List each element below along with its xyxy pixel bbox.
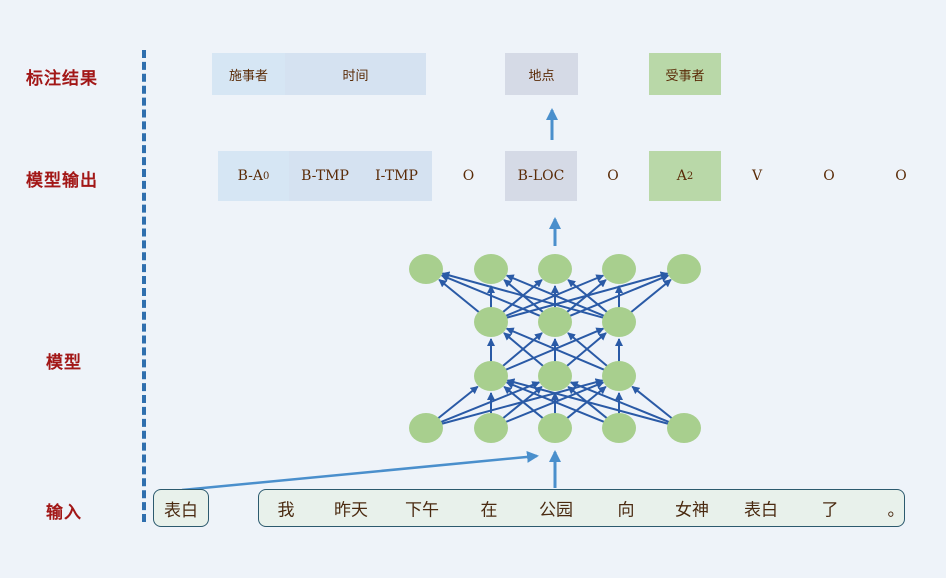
network-edge [501, 279, 543, 314]
network-node [474, 361, 508, 391]
output-tag-label: O [895, 168, 907, 184]
input-word: 表白 [744, 500, 778, 521]
network-edge [436, 385, 479, 421]
network-edge [567, 279, 609, 314]
network-edge [440, 274, 543, 318]
network-edge [565, 279, 607, 314]
network-node [667, 413, 701, 443]
network-node [538, 361, 572, 391]
input-word: 昨天 [334, 500, 368, 521]
network-edge [503, 332, 545, 368]
network-edge [631, 385, 674, 421]
network-node [474, 307, 508, 337]
network-node [667, 254, 701, 284]
network-edge [569, 381, 672, 424]
annotation-time-label: 时间 [342, 68, 369, 84]
network-edge [565, 385, 607, 420]
input-word: 我 [277, 500, 295, 521]
output-tag-subscript: 0 [263, 170, 270, 182]
output-tag: B-TMP [289, 151, 361, 201]
network-edge [503, 385, 545, 420]
output-tag-label: B-LOC [517, 168, 565, 184]
input-word: 向 [617, 500, 635, 521]
network-edge [505, 381, 607, 424]
output-tag: O [432, 151, 505, 201]
network-node [602, 307, 636, 337]
network-node [602, 361, 636, 391]
network-node [538, 307, 572, 337]
network-edge [505, 274, 607, 318]
network-edge [567, 332, 609, 368]
network-node [409, 413, 443, 443]
input-word: 。 [887, 500, 905, 521]
output-tag-label: O [462, 168, 475, 184]
network-edge [505, 327, 607, 372]
output-tag: B-LOC [505, 151, 577, 201]
annotation-location: 地点 [505, 53, 578, 95]
annotation-time: 时间 [285, 53, 426, 95]
output-tag-label: O [607, 168, 619, 184]
row-label-model: 模型 [46, 353, 82, 373]
network-node [538, 413, 572, 443]
input-word: 女神 [675, 500, 709, 521]
output-tag: I-TMP [361, 151, 432, 201]
input-word: 了 [821, 500, 839, 521]
predicate-label: 表白 [164, 500, 198, 521]
network-edge [503, 327, 605, 372]
network-node [538, 254, 572, 284]
output-tag-label: O [823, 168, 835, 184]
predicate-box: 表白 [153, 489, 209, 527]
input-sentence-box: 我 昨天 下午 在 公园 向 女神 表白 了 。 [258, 489, 905, 527]
network-edge [501, 332, 543, 368]
dashed-divider [142, 50, 146, 522]
output-tag: O [577, 151, 649, 201]
row-label-model-output: 模型输出 [26, 171, 98, 191]
network-edge [506, 378, 671, 426]
output-tag-label: B-A [237, 168, 263, 184]
output-tag-label: I-TMP [375, 168, 418, 184]
network-edge [438, 278, 481, 314]
annotation-patient-label: 受事者 [665, 68, 705, 84]
output-tag-label: V [751, 168, 763, 184]
output-tag: V [721, 151, 793, 201]
annotation-location-label: 地点 [528, 68, 555, 84]
annotation-agent: 施事者 [212, 53, 285, 95]
network-edge [503, 274, 605, 318]
row-label-annotation: 标注结果 [26, 69, 98, 89]
network-edge [441, 271, 606, 320]
output-tag: O [793, 151, 865, 201]
network-edge [629, 278, 672, 314]
network-node [602, 413, 636, 443]
output-tag-label: B-TMP [301, 168, 349, 184]
input-word: 公园 [539, 500, 573, 521]
network-edge [501, 385, 543, 420]
network-node [474, 413, 508, 443]
output-tag-subscript: 2 [686, 170, 694, 182]
input-word: 下午 [405, 500, 439, 521]
network-node [474, 254, 508, 284]
annotation-patient: 受事者 [649, 53, 721, 95]
row-label-input: 输入 [46, 503, 82, 523]
input-word: 在 [480, 500, 498, 521]
network-edge [565, 332, 607, 368]
arrow-predicate-to-model [181, 450, 539, 492]
output-tag: O [865, 151, 937, 201]
network-node [409, 254, 443, 284]
output-tag-label: A [676, 168, 687, 184]
annotation-agent-label: 施事者 [228, 68, 268, 84]
network-node [602, 254, 636, 284]
